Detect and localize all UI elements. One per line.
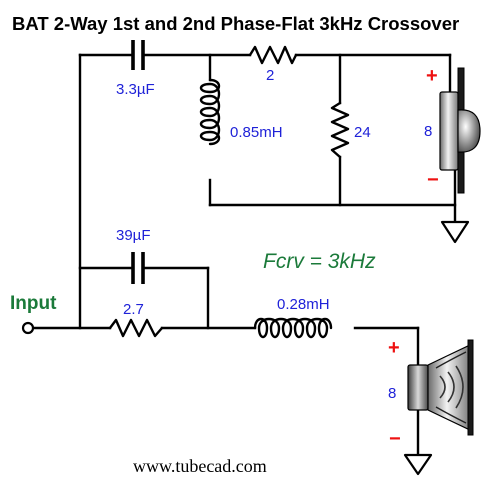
woofer-minus-sign: − (389, 428, 401, 450)
capacitor-39uf (131, 252, 145, 284)
resistor-2-ohm-label: 2 (266, 67, 274, 84)
input-label: Input (10, 293, 57, 314)
tweeter-plus-sign: + (426, 65, 438, 87)
ground-icon (403, 453, 433, 476)
wiring (31, 53, 457, 457)
inductor-0-85mh (199, 78, 221, 146)
inductor-0-85mh-label: 0.85mH (230, 124, 283, 141)
input-terminal[interactable] (21, 321, 35, 335)
capacitor-3-3uf-label: 3.3µF (116, 81, 155, 98)
crossover-frequency-label: Fcrv = 3kHz (263, 250, 376, 273)
capacitor-3-3uf (131, 40, 145, 70)
tweeter-impedance-label: 8 (424, 123, 432, 140)
resistor-2-ohm (248, 45, 298, 65)
woofer-impedance-label: 8 (388, 385, 396, 402)
capacitor-39uf-label: 39µF (116, 227, 151, 244)
website-url: www.tubecad.com (133, 456, 267, 476)
tweeter-minus-sign: − (427, 169, 439, 191)
resistor-2-7-ohm (108, 318, 164, 338)
inductor-0-28mh-label: 0.28mH (277, 296, 330, 313)
ground-icon (440, 220, 470, 244)
woofer-speaker (407, 339, 474, 436)
diagram-title: BAT 2-Way 1st and 2nd Phase-Flat 3kHz Cr… (12, 13, 459, 34)
resistor-24-ohm-label: 24 (354, 124, 371, 141)
tweeter-speaker (439, 67, 481, 194)
resistor-24-ohm (330, 101, 350, 159)
inductor-0-28mh (253, 317, 333, 339)
woofer-plus-sign: + (388, 337, 400, 359)
resistor-2-7-ohm-label: 2.7 (123, 301, 144, 318)
